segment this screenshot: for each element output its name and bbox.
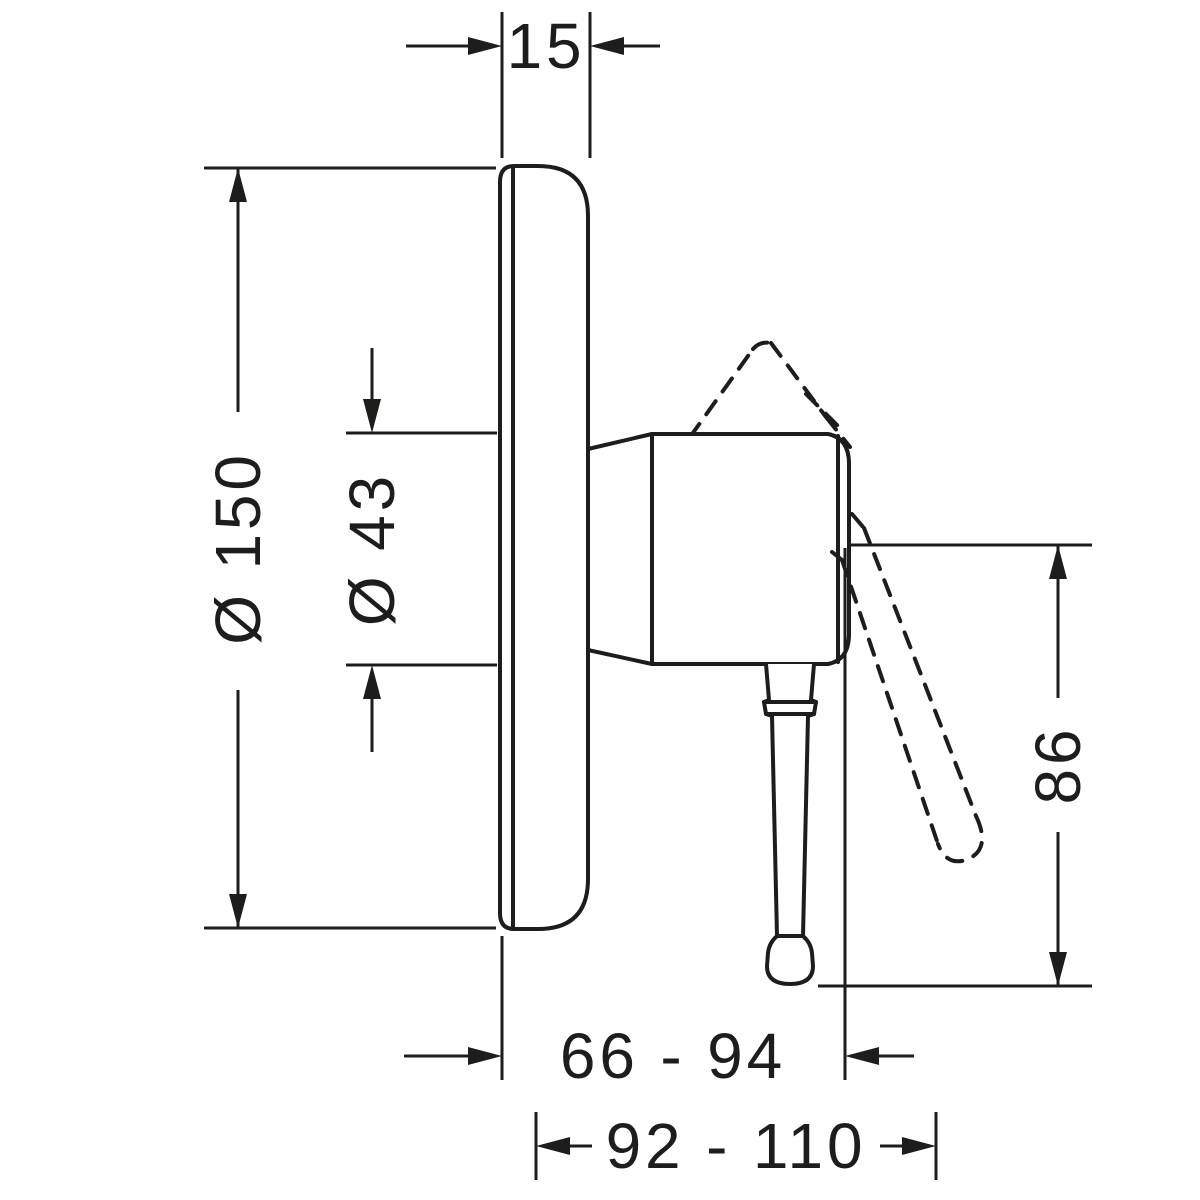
- extension-lines: [346, 431, 497, 667]
- dim-label-body-diameter: Ø 43: [336, 472, 408, 626]
- lever-handle-alt-down: [830, 512, 985, 864]
- dim-label-plate-thickness: 15: [507, 10, 586, 82]
- dim-body-diameter: Ø 43: [336, 348, 497, 752]
- valve-body: [586, 432, 851, 666]
- lever-alt-up-outline: [688, 340, 852, 449]
- dim-label-plate-diameter: Ø 150: [202, 451, 274, 645]
- dim-label-depth-range: 66 - 94: [560, 1020, 786, 1092]
- dim-label-overall-depth-range: 92 - 110: [606, 1110, 867, 1182]
- extension-lines: [500, 12, 592, 158]
- plate-outline: [498, 164, 590, 931]
- dim-label-handle-length: 86: [1022, 726, 1094, 805]
- valve-body-outline: [586, 432, 851, 666]
- lever-handle-collar-lines: [762, 700, 818, 938]
- lever-handle: [762, 662, 818, 986]
- dim-plate-thickness: 15: [406, 10, 660, 158]
- extension-lines: [204, 166, 496, 930]
- extension-lines: [818, 543, 1092, 988]
- lever-alt-down-outline: [830, 512, 985, 864]
- lever-handle-alt-up: [688, 340, 852, 449]
- dim-depth-range: 66 - 94: [404, 548, 914, 1092]
- arrowheads: [468, 37, 624, 55]
- lever-handle-outline: [762, 662, 818, 986]
- dim-handle-length: 86: [818, 543, 1094, 988]
- dim-overall-depth-range: 92 - 110: [534, 1110, 938, 1182]
- dim-plate-diameter: Ø 150: [202, 166, 496, 930]
- escutcheon-plate: [498, 164, 590, 931]
